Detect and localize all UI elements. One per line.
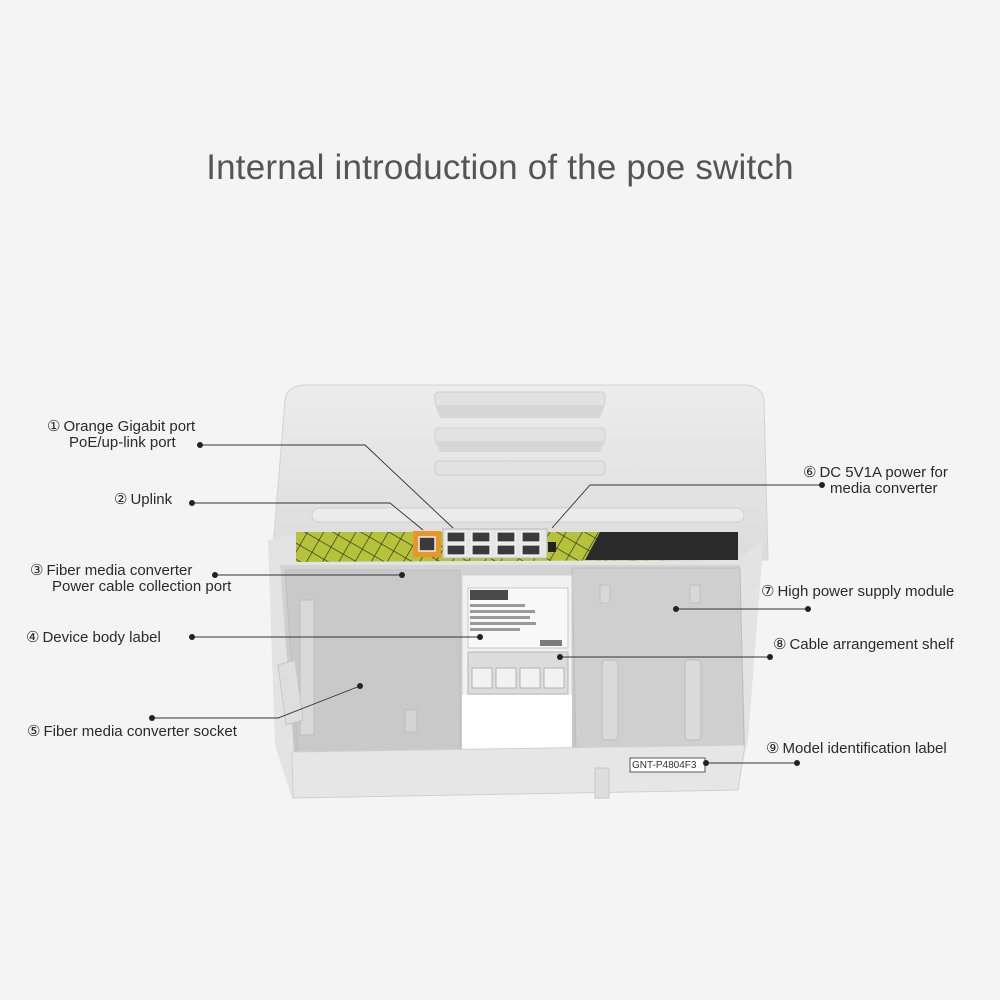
callout-number: ③ bbox=[30, 562, 44, 579]
callout-text: Fiber media converter socket bbox=[43, 723, 237, 740]
callout-number: ⑦ bbox=[761, 583, 775, 600]
callout-number: ⑧ bbox=[773, 636, 787, 653]
callout-text: Model identification label bbox=[782, 740, 947, 757]
callout-text: media converter bbox=[830, 480, 938, 497]
enclosure-lid bbox=[271, 384, 769, 561]
callout-text: DC 5V1A power for bbox=[819, 464, 948, 481]
callout-number: ⑨ bbox=[766, 740, 780, 757]
callout-number: ④ bbox=[26, 629, 40, 646]
callout-number: ① bbox=[47, 418, 61, 435]
callout-text: Cable arrangement shelf bbox=[789, 636, 954, 653]
callout-text: Orange Gigabit port bbox=[63, 418, 196, 435]
page-title: Internal introduction of the poe switch bbox=[206, 148, 794, 187]
callout-text: High power supply module bbox=[777, 583, 955, 600]
switch-front-panel bbox=[296, 528, 738, 562]
model-identification-label: GNT-P4804F3 bbox=[632, 760, 697, 771]
callout-number: ⑤ bbox=[27, 723, 41, 740]
callout-number: ⑥ bbox=[803, 464, 817, 481]
callout-number: ② bbox=[114, 491, 128, 508]
enclosure-body bbox=[268, 534, 762, 799]
callout-text: PoE/up-link port bbox=[69, 434, 176, 451]
callout-leader-lines bbox=[152, 444, 822, 764]
callout-text: Fiber media converter bbox=[46, 562, 193, 579]
callout-dots bbox=[149, 442, 825, 766]
callout-text: Device body label bbox=[42, 629, 161, 646]
callout-text: Uplink bbox=[130, 491, 173, 508]
callout-text: Power cable collection port bbox=[52, 578, 232, 595]
